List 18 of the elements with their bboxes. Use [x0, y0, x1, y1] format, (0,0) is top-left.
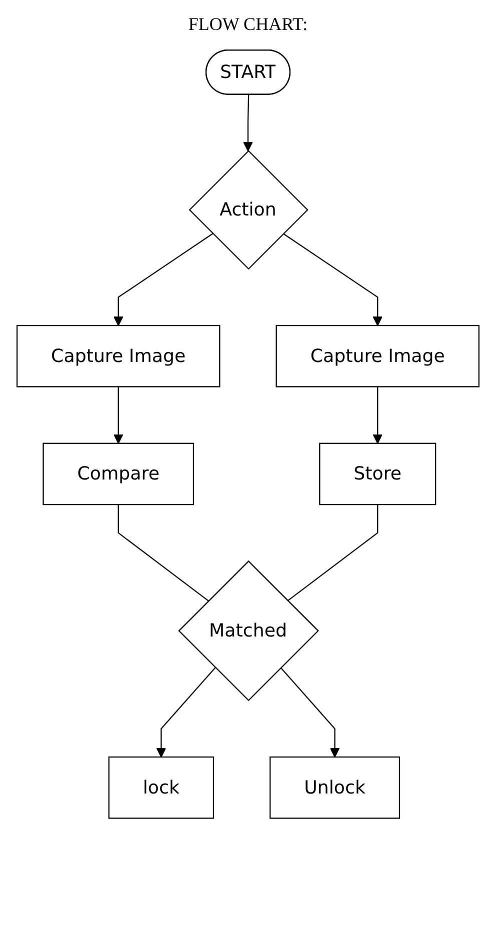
node-diamond: Action [188, 150, 308, 270]
node-box: Capture Image [276, 324, 480, 388]
node-box: Store [319, 442, 436, 506]
diagram-title: FLOW CHART: [187, 14, 309, 35]
arrow [280, 667, 340, 758]
node-box: lock [108, 756, 214, 819]
arrow [282, 233, 383, 326]
arrow [113, 233, 214, 326]
arrow [243, 94, 253, 152]
node-diamond: Matched [178, 560, 319, 702]
arrow [113, 386, 124, 444]
node-box: Unlock [270, 756, 400, 819]
connector [118, 504, 209, 602]
arrow [156, 667, 216, 758]
arrow [372, 386, 383, 444]
connector [287, 504, 378, 602]
node-box: Compare [42, 442, 194, 506]
node-box: Capture Image [16, 324, 220, 388]
